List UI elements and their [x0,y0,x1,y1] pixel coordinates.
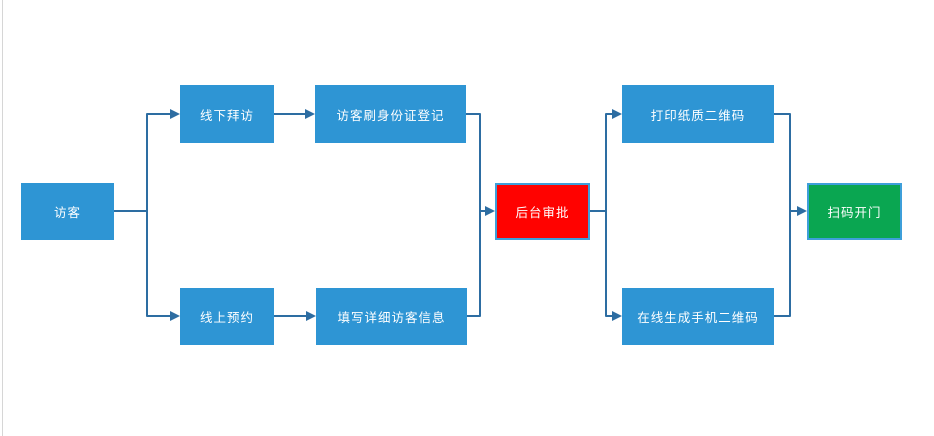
node-backend-approval[interactable]: 后台审批 [495,183,590,240]
node-scan-code-open-door[interactable]: 扫码开门 [807,183,902,240]
node-online-booking[interactable]: 线上预约 [180,288,274,345]
arrowhead-generate-mobile-qrcode [612,311,622,321]
arrowhead-print-paper-qrcode [612,109,622,119]
edge-visitor-to-offline-visit [146,113,170,211]
arrowhead-id-card-register [305,109,315,119]
node-fill-visitor-info[interactable]: 填写详细访客信息 [316,288,467,345]
arrowhead-offline-visit [170,109,180,119]
edge-print-paper-qrcode-to-scan-door [774,113,791,317]
node-generate-mobile-qrcode[interactable]: 在线生成手机二维码 [622,288,774,345]
arrowhead-online-booking [170,311,180,321]
node-print-paper-qrcode[interactable]: 打印纸质二维码 [622,85,774,143]
node-id-card-register[interactable]: 访客刷身份证登记 [315,85,466,143]
canvas-left-rule [2,0,3,436]
edge-visitor-to-online-booking [146,211,170,317]
arrowhead-backend-approval [485,206,495,216]
node-offline-visit[interactable]: 线下拜访 [180,85,274,143]
arrowhead-fill-visitor-info [306,311,316,321]
edge-approval-to-print-paper-qrcode [605,113,612,211]
arrowhead-scan-code-open-door [797,206,807,216]
edge-id-card-register-to-approval [466,113,481,317]
edge-approval-to-generate-mobile-qrcode [605,211,612,317]
node-visitor[interactable]: 访客 [21,183,114,240]
